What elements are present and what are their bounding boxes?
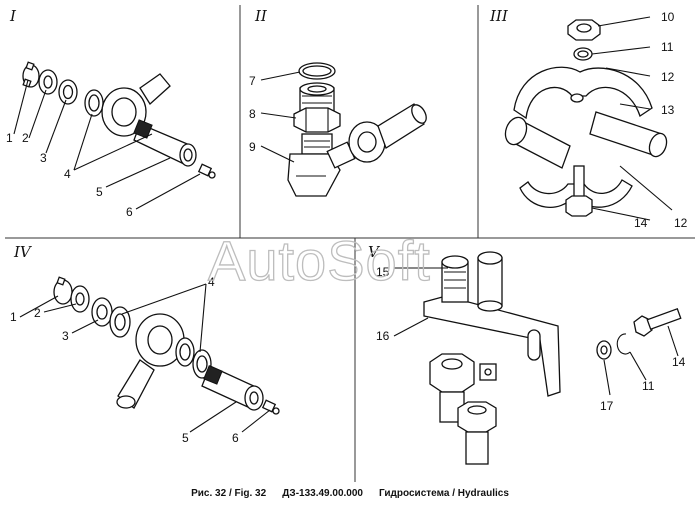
assembly-iii [504,19,668,217]
callout-5: 5 [182,431,189,445]
callout-8: 8 [249,107,256,121]
upper-clamp [513,66,653,120]
callout-1: 1 [10,310,17,324]
bracket-slot [527,329,541,361]
callouts-v: 15 16 17 11 14 [376,265,686,413]
callout-10: 10 [661,10,675,24]
assembly-v [423,251,682,465]
callout-7: 7 [249,74,256,88]
grease-nipple [261,399,277,413]
callout-2: 2 [34,306,41,320]
callouts-iii: 10 11 12 13 14 12 [591,10,688,230]
callout-13: 13 [661,103,675,117]
callout-3: 3 [40,151,47,165]
callouts-ii: 7 8 9 [249,71,301,163]
clamp-bolt [573,165,585,199]
callout-2: 2 [22,131,29,145]
callout-12-top: 12 [661,70,675,84]
grease-nipple [197,163,213,177]
callout-16: 16 [376,329,390,343]
section-label-iv: IV [13,243,33,261]
bolt-head [565,195,593,217]
section-label-i: I [9,7,17,25]
joint-arm [139,73,171,106]
callout-11: 11 [661,40,674,54]
bolt-14 [646,307,682,331]
callout-3: 3 [62,329,69,343]
hydraulics-diagram: I II III IV V 1 [5,5,695,482]
assembly-ii [287,62,427,197]
spring-ring-11 [616,333,631,355]
callouts-i: 1 2 3 4 5 6 [6,79,201,219]
callout-4: 4 [208,275,215,289]
caption-code: ДЗ-133.49.00.000 [282,488,363,499]
callout-15: 15 [376,265,390,279]
callout-1: 1 [6,131,13,145]
callout-12-bottom: 12 [674,216,688,230]
callout-17: 17 [600,399,614,413]
callout-9: 9 [249,140,256,154]
figure-caption: Рис. 32 / Fig. 32 ДЗ-133.49.00.000 Гидроси… [0,488,700,499]
section-label-ii: II [254,7,268,25]
callout-6: 6 [232,431,239,445]
callout-14: 14 [672,355,686,369]
callouts-iv: 1 2 3 4 5 6 [10,275,271,445]
hex-fitting-2-tube [465,431,489,465]
watermark: AutoSoft [208,229,431,292]
caption-title: Гидросистема / Hydraulics [378,488,509,499]
caption-figure: Рис. 32 / Fig. 32 [191,488,267,499]
fitting-hex [293,107,341,133]
callout-11: 11 [642,379,655,393]
assembly-i [22,61,216,179]
section-label-v: V [368,243,381,261]
hex-fitting-1 [429,353,475,393]
callout-6: 6 [126,205,133,219]
callout-5: 5 [96,185,103,199]
callout-14: 14 [634,216,648,230]
callout-4: 4 [64,167,71,181]
section-label-iii: III [489,7,509,25]
assembly-iv [53,276,280,415]
fitting-right [477,257,503,307]
